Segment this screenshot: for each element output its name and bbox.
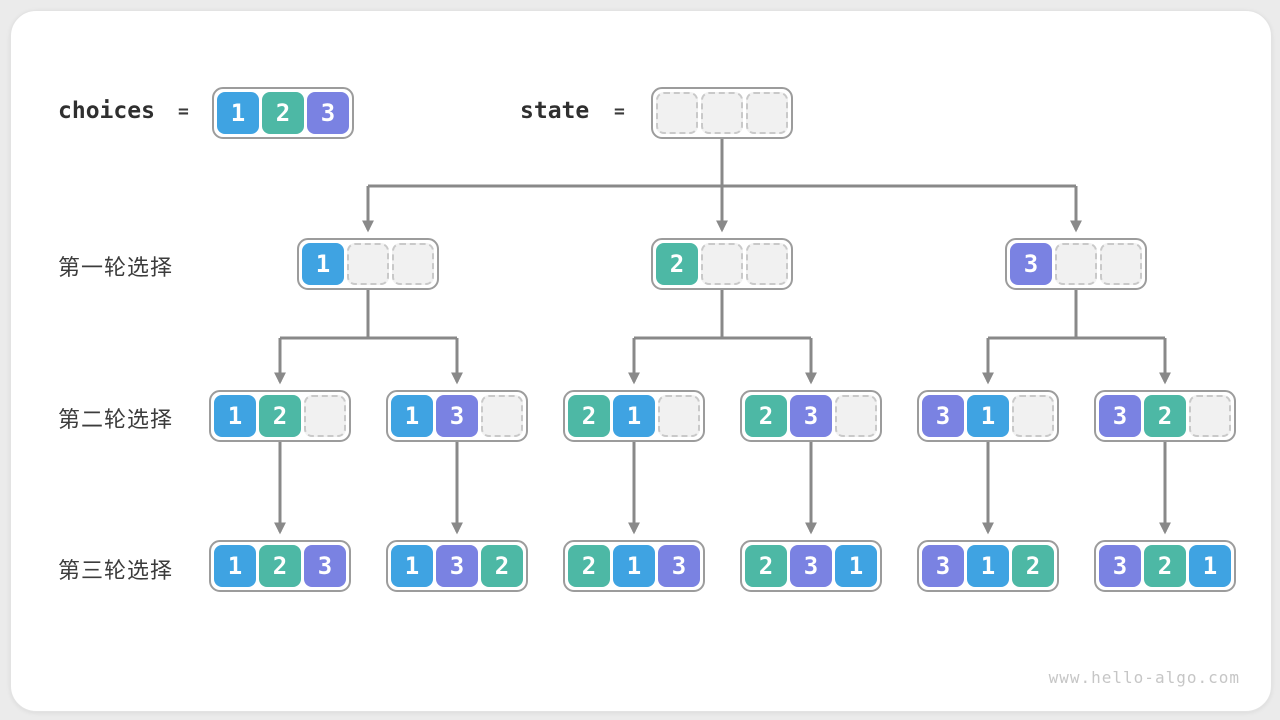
array-cell: 2	[568, 395, 610, 437]
array-cell	[1055, 243, 1097, 285]
tree-node: 1 2 3	[209, 540, 351, 592]
array-cell: 1	[835, 545, 877, 587]
array-cell: 1	[217, 92, 259, 134]
array-cell: 2	[568, 545, 610, 587]
array-cell	[835, 395, 877, 437]
tree-node: 1	[297, 238, 439, 290]
array-cell	[392, 243, 434, 285]
row-label-round-3: 第三轮选择	[58, 558, 174, 583]
array-cell: 3	[1010, 243, 1052, 285]
array-cell	[1100, 243, 1142, 285]
tree-node: 3	[1005, 238, 1147, 290]
array-cell: 1	[1189, 545, 1231, 587]
array-cell: 2	[481, 545, 523, 587]
tree-node: 2 3	[740, 390, 882, 442]
tree-node: 1 3 2	[386, 540, 528, 592]
array-cell: 1	[391, 545, 433, 587]
array-cell: 1	[302, 243, 344, 285]
array-cell: 3	[790, 545, 832, 587]
tree-node: 3 2 1	[1094, 540, 1236, 592]
state-array	[651, 87, 793, 139]
tree-node: 3 1 2	[917, 540, 1059, 592]
array-cell	[1189, 395, 1231, 437]
site-watermark: www.hello-algo.com	[1048, 668, 1240, 687]
tree-node: 3 2	[1094, 390, 1236, 442]
tree-node: 2	[651, 238, 793, 290]
array-cell: 1	[967, 395, 1009, 437]
array-cell	[746, 92, 788, 134]
array-cell: 1	[214, 395, 256, 437]
array-cell: 3	[436, 545, 478, 587]
array-cell: 2	[1144, 545, 1186, 587]
array-cell	[656, 92, 698, 134]
array-cell: 2	[1144, 395, 1186, 437]
array-cell: 1	[613, 545, 655, 587]
array-cell: 1	[967, 545, 1009, 587]
tree-node: 3 1	[917, 390, 1059, 442]
array-cell: 3	[436, 395, 478, 437]
array-cell: 3	[1099, 395, 1141, 437]
array-cell: 3	[304, 545, 346, 587]
array-cell: 2	[262, 92, 304, 134]
choices-equals-sign: =	[178, 101, 189, 122]
tree-node: 2 1	[563, 390, 705, 442]
array-cell	[347, 243, 389, 285]
choices-label: choices	[58, 98, 155, 124]
array-cell	[481, 395, 523, 437]
array-cell	[701, 92, 743, 134]
tree-node: 2 1 3	[563, 540, 705, 592]
array-cell: 3	[307, 92, 349, 134]
array-cell: 3	[922, 545, 964, 587]
array-cell	[1012, 395, 1054, 437]
tree-node: 2 3 1	[740, 540, 882, 592]
array-cell: 3	[790, 395, 832, 437]
array-cell: 3	[922, 395, 964, 437]
array-cell: 3	[1099, 545, 1141, 587]
array-cell: 2	[259, 395, 301, 437]
array-cell: 2	[259, 545, 301, 587]
array-cell	[701, 243, 743, 285]
array-cell: 3	[658, 545, 700, 587]
row-label-round-2: 第二轮选择	[58, 407, 174, 432]
array-cell	[304, 395, 346, 437]
state-equals-sign: =	[614, 101, 625, 122]
array-cell: 2	[656, 243, 698, 285]
tree-node: 1 3	[386, 390, 528, 442]
array-cell: 1	[214, 545, 256, 587]
choices-array: 1 2 3	[212, 87, 354, 139]
array-cell: 1	[613, 395, 655, 437]
array-cell: 2	[745, 545, 787, 587]
tree-node: 1 2	[209, 390, 351, 442]
array-cell: 2	[1012, 545, 1054, 587]
row-label-round-1: 第一轮选择	[58, 255, 174, 280]
array-cell: 2	[745, 395, 787, 437]
array-cell: 1	[391, 395, 433, 437]
array-cell	[746, 243, 788, 285]
array-cell	[658, 395, 700, 437]
state-label: state	[520, 98, 590, 124]
